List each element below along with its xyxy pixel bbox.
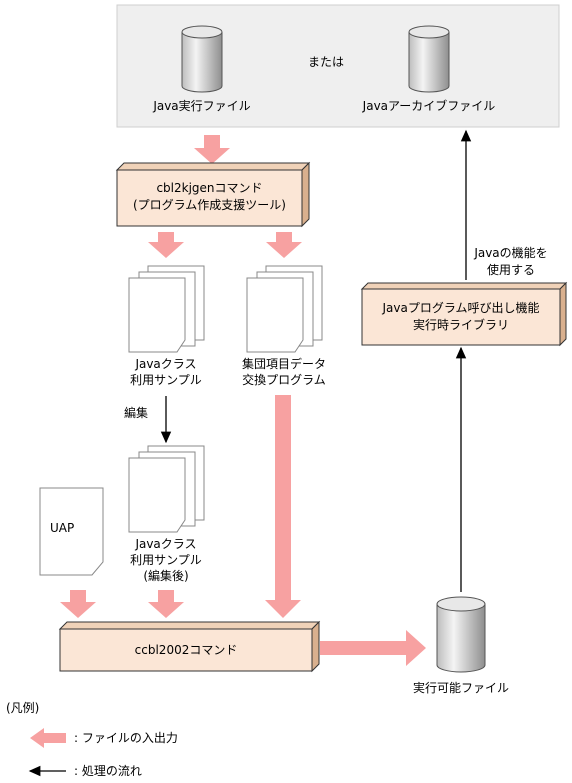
group-data-label-line1: 集団項目データ bbox=[241, 357, 326, 371]
java-sample-label-line1: Javaクラス bbox=[135, 357, 197, 371]
java-sample-label-line2: 利用サンプル bbox=[130, 373, 202, 387]
java-exec-cylinder bbox=[181, 25, 223, 93]
uap-doc bbox=[39, 487, 104, 576]
runtime-library-box bbox=[360, 281, 568, 347]
legend-io-arrow bbox=[30, 728, 66, 748]
exec-file-label: 実行可能ファイル bbox=[412, 681, 509, 695]
use-label-line1: Javaの機能を bbox=[474, 246, 548, 260]
group-data-label-line2: 交換プログラム bbox=[242, 373, 326, 387]
ccbl2002-box bbox=[58, 620, 321, 673]
edited-sample-label-line1: Javaクラス bbox=[135, 537, 197, 551]
legend-flow-label: : 処理の流れ bbox=[74, 764, 142, 778]
ccbl2002-label: ccbl2002コマンド bbox=[134, 643, 238, 657]
arrow-uap-to-ccbl2002 bbox=[60, 590, 96, 618]
edited-sample-docs bbox=[128, 445, 205, 533]
arrow-ccbl2002-to-exec bbox=[320, 630, 426, 666]
java-archive-file-label: Javaアーカイブファイル bbox=[362, 99, 496, 113]
arrow-edited-to-ccbl2002 bbox=[148, 590, 184, 618]
edited-sample-label-line3: (編集後) bbox=[143, 569, 189, 583]
cbl2kjgen-label-line1: cbl2kjgenコマンド bbox=[156, 181, 263, 195]
arrow-java-to-cbl2kjgen bbox=[194, 135, 230, 164]
arrow-cbl2kjgen-to-group bbox=[266, 232, 302, 258]
uap-label: UAP bbox=[50, 521, 75, 535]
java-exec-file-label: Java実行ファイル bbox=[153, 99, 251, 113]
legend-title: (凡例) bbox=[6, 701, 40, 715]
exec-file-cylinder bbox=[436, 596, 486, 673]
edit-label: 編集 bbox=[124, 406, 149, 420]
group-data-docs bbox=[246, 265, 323, 353]
use-label-line2: 使用する bbox=[486, 263, 535, 277]
arrow-cbl2kjgen-to-sample bbox=[148, 232, 184, 258]
java-sample-docs bbox=[128, 265, 205, 353]
cbl2kjgen-box bbox=[115, 161, 311, 228]
cbl2kjgen-label-line2: (プログラム作成支援ツール) bbox=[132, 198, 286, 212]
java-archive-cylinder bbox=[408, 25, 450, 93]
edited-sample-label-line2: 利用サンプル bbox=[130, 553, 202, 567]
arrow-group-to-ccbl2002 bbox=[265, 395, 301, 618]
legend-io-label: : ファイルの入出力 bbox=[74, 731, 178, 745]
or-label: または bbox=[307, 55, 344, 69]
runtime-label-line2: 実行時ライブラリ bbox=[412, 318, 509, 332]
runtime-label-line1: Javaプログラム呼び出し機能 bbox=[382, 301, 540, 315]
